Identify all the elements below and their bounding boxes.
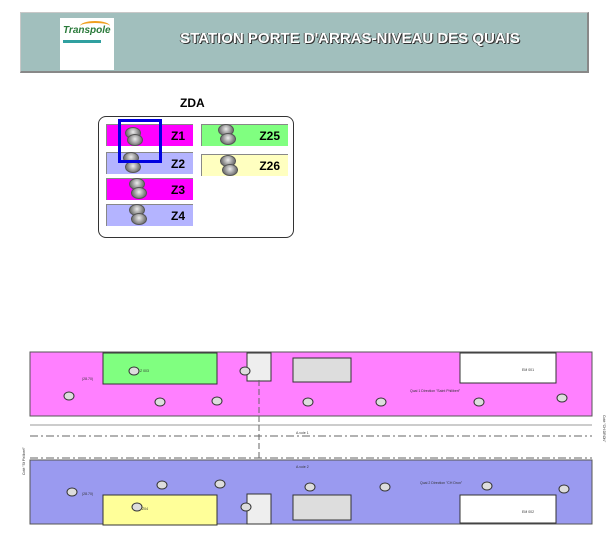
detector-icon[interactable] <box>154 397 166 407</box>
detector-icon[interactable] <box>558 484 570 494</box>
zone-label: Z26 <box>259 159 280 173</box>
right-side-label: Coté "CH DRON" <box>602 415 606 443</box>
detector-icon[interactable] <box>239 366 251 376</box>
z26-tag: Z04 <box>142 507 148 511</box>
selection-highlight <box>118 119 162 163</box>
elevator-icon <box>246 352 272 382</box>
zone-label: Z4 <box>170 209 185 223</box>
zone-z1-button[interactable]: Z1 <box>106 124 193 146</box>
zone-label: Z1 <box>170 129 185 143</box>
zda-panel <box>98 116 294 238</box>
detector-icon[interactable] <box>473 397 485 407</box>
transpole-logo: Transpole <box>60 18 114 70</box>
voie2-label: A.voie 2 <box>296 465 309 469</box>
detector-icon[interactable] <box>156 480 168 490</box>
detector-icon[interactable] <box>63 391 75 401</box>
detector-icon[interactable] <box>302 397 314 407</box>
page-title: STATION PORTE D'ARRAS-NIVEAU DES QUAIS <box>180 30 520 47</box>
zone-z26-area[interactable] <box>102 494 218 526</box>
zone-z25-area[interactable] <box>102 352 218 385</box>
zone-z25-button[interactable]: Z25 <box>201 124 288 146</box>
detector-icon[interactable] <box>240 502 252 512</box>
detector-icon[interactable] <box>211 396 223 406</box>
detector-icon[interactable] <box>131 502 143 512</box>
quai1-label: Quai 1 Direction "Saint Philibert" <box>410 389 461 393</box>
quai2-label: Quai 2 Direction "CH Dron" <box>420 481 463 485</box>
z25-tag: Z 003 <box>140 369 149 373</box>
zone-z4-button[interactable]: Z4 <box>106 204 193 226</box>
logo-text: Transpole <box>63 25 111 36</box>
detector-icon[interactable] <box>128 366 140 376</box>
detector-icon[interactable] <box>214 479 226 489</box>
detector-icon[interactable] <box>66 487 78 497</box>
left-side-label: Coté "St Philibert" <box>22 446 26 475</box>
zone-z3-button[interactable]: Z3 <box>106 178 193 200</box>
zda-title: ZDA <box>180 96 205 110</box>
stairs-icon <box>292 357 352 383</box>
escalator-icon <box>459 494 557 524</box>
detector-icon[interactable] <box>375 397 387 407</box>
escalator2-label: EM 002 <box>522 510 534 514</box>
detector-icon[interactable] <box>556 393 568 403</box>
voie1-label: A.voie 1 <box>296 431 309 435</box>
header-bar <box>20 12 589 73</box>
zone-label: Z3 <box>170 183 185 197</box>
escalator1-label: EM 001 <box>522 368 534 372</box>
room1-label: (28.70) <box>82 377 93 381</box>
detector-icon[interactable] <box>379 482 391 492</box>
zone-label: Z2 <box>170 157 185 171</box>
station-floor-plan: Quai 1 Direction "Saint Philibert" Quai … <box>22 351 606 526</box>
detector-icon[interactable] <box>304 482 316 492</box>
zone-label: Z25 <box>259 129 280 143</box>
stairs-icon <box>292 494 352 521</box>
escalator-icon <box>459 352 557 384</box>
room2-label: (28.70) <box>82 492 93 496</box>
detector-icon[interactable] <box>481 481 493 491</box>
zone-z26-button[interactable]: Z26 <box>201 154 288 176</box>
